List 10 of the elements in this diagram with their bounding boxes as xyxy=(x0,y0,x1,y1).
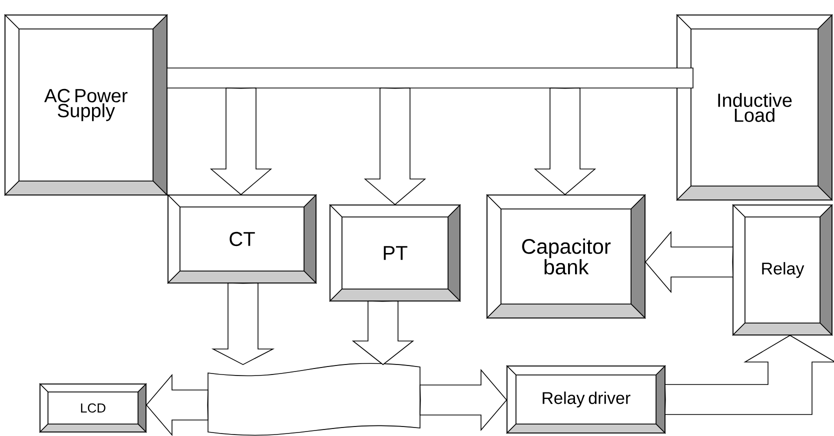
block-arrow xyxy=(664,334,834,415)
block-arrow xyxy=(534,88,596,196)
block-arrow xyxy=(146,374,208,436)
block-arrow xyxy=(420,368,508,432)
block-arrow xyxy=(211,282,275,366)
banner-shape xyxy=(208,363,420,436)
block-arrow xyxy=(210,88,272,196)
block-arrow xyxy=(364,88,426,206)
block-arrow xyxy=(352,300,414,366)
block-arrow xyxy=(644,230,734,294)
